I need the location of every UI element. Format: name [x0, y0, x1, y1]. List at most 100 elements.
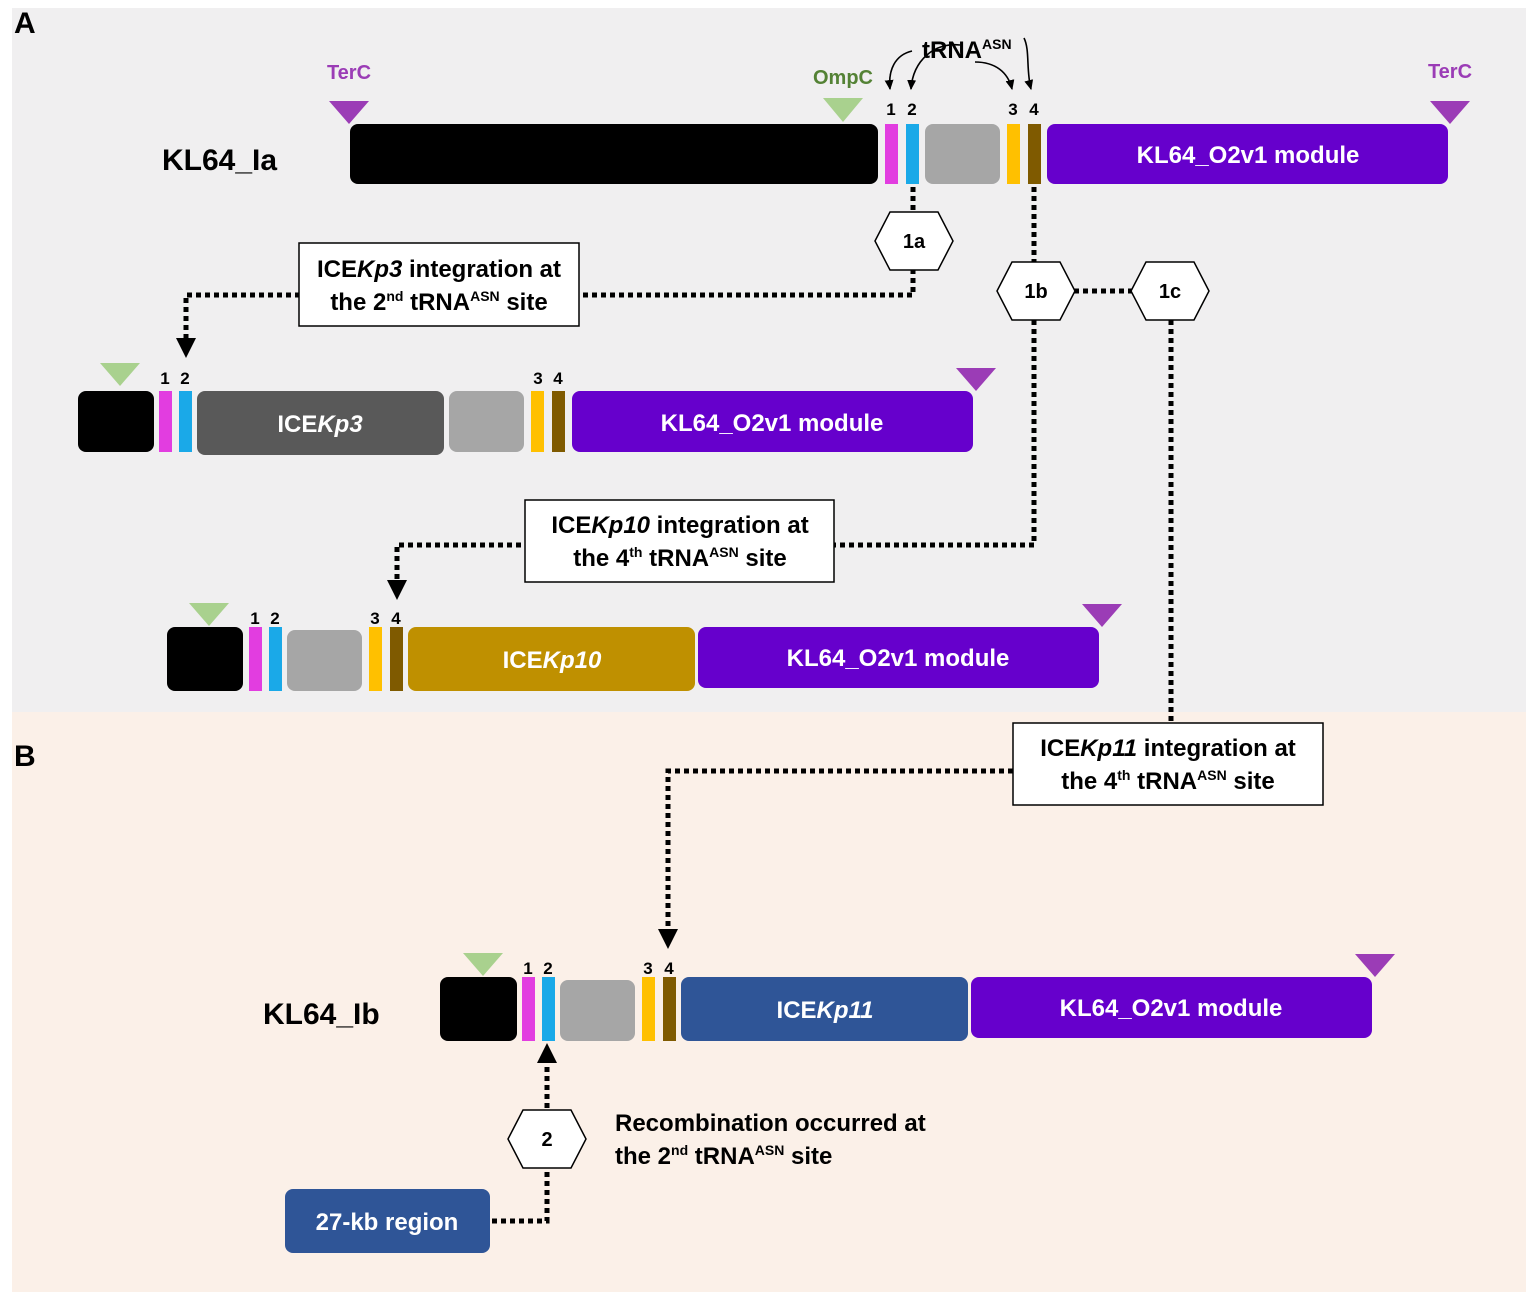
- site-number-1: 1: [250, 609, 259, 628]
- site-number-2: 2: [907, 100, 916, 119]
- arrowhead-step2: [537, 1043, 557, 1063]
- trna-site-1: [885, 124, 898, 184]
- icekp3-block: [197, 391, 444, 455]
- icekp11-block: [681, 977, 968, 1041]
- site-number-4: 4: [1029, 100, 1039, 119]
- icekp10-block: [408, 627, 695, 691]
- step-1b: 1b: [996, 261, 1076, 321]
- ompc-label: OmpC: [813, 67, 873, 89]
- ompc-marker: [189, 603, 229, 626]
- o2v1-module-block: [971, 977, 1372, 1038]
- step-label: 1c: [1159, 281, 1181, 303]
- site-number-3: 3: [533, 369, 542, 388]
- terc-left-marker: [329, 101, 369, 124]
- trna-site-4: [663, 977, 676, 1041]
- locus-icekp10: ICEKp10 KL64_O2v1 module 1 2 3 4: [167, 603, 1122, 691]
- locus-kl64-ia: KL64_Ia KL64_O2v1 module 1 2 3 4 TerC Te…: [162, 36, 1472, 184]
- note-icekp10-integration: ICEKp10 integration at the 4th tRNAASN s…: [524, 499, 835, 583]
- trna-site-2: [906, 124, 919, 184]
- site-number-2: 2: [270, 609, 279, 628]
- chromosome-block: [167, 627, 243, 691]
- site-number-1: 1: [523, 959, 532, 978]
- panel-b-label: B: [14, 740, 36, 773]
- trna-site-4: [552, 391, 565, 452]
- note-line-2: the 4th tRNAASN site: [573, 544, 786, 572]
- site-number-1: 1: [886, 100, 895, 119]
- arrowhead-icekp3: [176, 338, 196, 358]
- note-line-1: ICEKp11 integration at: [1040, 735, 1296, 762]
- trna-site-2: [179, 391, 192, 452]
- region-27kb-label: 27-kb region: [316, 1209, 459, 1236]
- region-27kb: 27-kb region: [285, 1189, 490, 1253]
- site-number-4: 4: [664, 959, 674, 978]
- o2v1-module-label: KL64_O2v1 module: [1060, 995, 1283, 1022]
- step-2: 2: [507, 1109, 587, 1169]
- trna-site-4: [390, 627, 403, 691]
- note-box: [524, 499, 835, 583]
- panel-a-background: [12, 8, 1526, 712]
- step-hexagon: [996, 261, 1076, 321]
- trna-site-4: [1028, 124, 1041, 184]
- gray-block: [449, 391, 524, 452]
- trna-site-3: [642, 977, 655, 1041]
- site-number-4: 4: [553, 369, 563, 388]
- recombination-line-1: Recombination occurred at: [615, 1110, 926, 1137]
- terc-marker: [956, 368, 996, 391]
- chromosome-block: [440, 977, 517, 1041]
- o2v1-module-label: KL64_O2v1 module: [661, 410, 884, 437]
- arrowhead-icekp10: [387, 580, 407, 600]
- chromosome-block: [350, 124, 878, 184]
- arrowhead-icekp11: [658, 929, 678, 949]
- locus-icekp3: ICEKp3 KL64_O2v1 module 1 2 3 4: [78, 363, 996, 455]
- note-line-2: the 4th tRNAASN site: [1061, 767, 1274, 795]
- trna-site-2: [542, 977, 555, 1041]
- o2v1-module-label: KL64_O2v1 module: [787, 645, 1010, 672]
- connector-icekp11: [665, 768, 1013, 930]
- o2v1-module-label: KL64_O2v1 module: [1137, 142, 1360, 169]
- note-line-1: ICEKp3 integration at: [317, 256, 561, 283]
- icekp3-label: ICEKp3: [277, 411, 363, 438]
- note-box: [298, 242, 580, 327]
- step-label: 1a: [903, 231, 926, 253]
- icekp11-label: ICEKp11: [777, 997, 874, 1024]
- trna-pointer-arrows: [884, 37, 1034, 91]
- ompc-marker: [463, 953, 503, 976]
- site-number-3: 3: [1008, 100, 1017, 119]
- terc-right-marker: [1430, 101, 1470, 124]
- note-icekp3-integration: ICEKp3 integration at the 2nd tRNAASN si…: [298, 242, 580, 327]
- step-hexagon: [1130, 261, 1210, 321]
- terc-right-label: TerC: [1428, 61, 1472, 83]
- site-number-2: 2: [543, 959, 552, 978]
- locus-kl64-ia-label: KL64_Ia: [162, 144, 277, 177]
- trna-site-3: [531, 391, 544, 452]
- recombination-line-2: the 2nd tRNAASN site: [615, 1142, 832, 1170]
- step-hexagon: [874, 211, 954, 271]
- gray-block: [925, 124, 1000, 184]
- step-hexagon: [507, 1109, 587, 1169]
- trna-site-1: [522, 977, 535, 1041]
- site-number-3: 3: [370, 609, 379, 628]
- step-label: 1b: [1024, 281, 1047, 303]
- o2v1-module-block: [698, 627, 1099, 688]
- site-number-2: 2: [180, 369, 189, 388]
- trna-site-3: [369, 627, 382, 691]
- terc-marker: [1082, 604, 1122, 627]
- note-line-2: the 2nd tRNAASN site: [330, 288, 547, 316]
- ompc-marker: [100, 363, 140, 386]
- note-icekp11-integration: ICEKp11 integration at the 4th tRNAASN s…: [1012, 722, 1324, 806]
- gray-block: [287, 630, 362, 691]
- region-27kb-block: [285, 1189, 490, 1253]
- o2v1-module-block: [1047, 124, 1448, 184]
- note-line-1: ICEKp10 integration at: [551, 512, 808, 539]
- trna-site-1: [249, 627, 262, 691]
- locus-kl64-ib: KL64_Ib ICEKp11 KL64_O2v1 module 1 2 3 4: [263, 953, 1395, 1041]
- locus-kl64-ib-label: KL64_Ib: [263, 998, 380, 1031]
- note-box: [1012, 722, 1324, 806]
- trna-site-1: [159, 391, 172, 452]
- step-label: 2: [541, 1129, 552, 1151]
- connector-arrowheads: [176, 338, 678, 1063]
- step-1c: 1c: [1130, 261, 1210, 321]
- site-number-4: 4: [391, 609, 401, 628]
- site-number-1: 1: [160, 369, 169, 388]
